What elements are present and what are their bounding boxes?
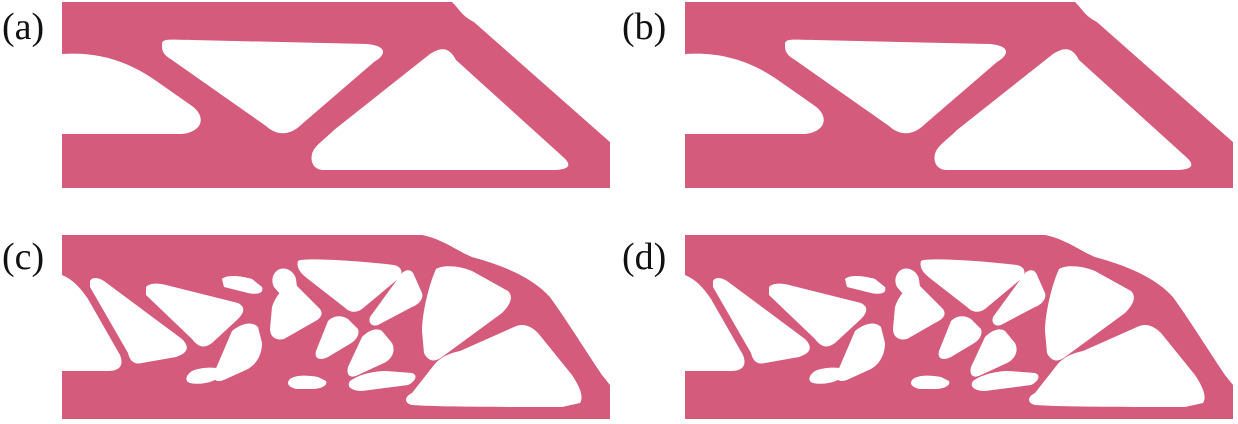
panel-label-c: (c) [2,236,45,278]
panel-label-a: (a) [2,6,45,48]
panel-label-b: (b) [622,6,667,48]
topology-structure-b [685,2,1237,188]
panel-label-d: (d) [622,236,667,278]
topology-structure-d [685,235,1237,419]
topology-structure-a [62,2,614,188]
topology-structure-c [62,235,614,419]
